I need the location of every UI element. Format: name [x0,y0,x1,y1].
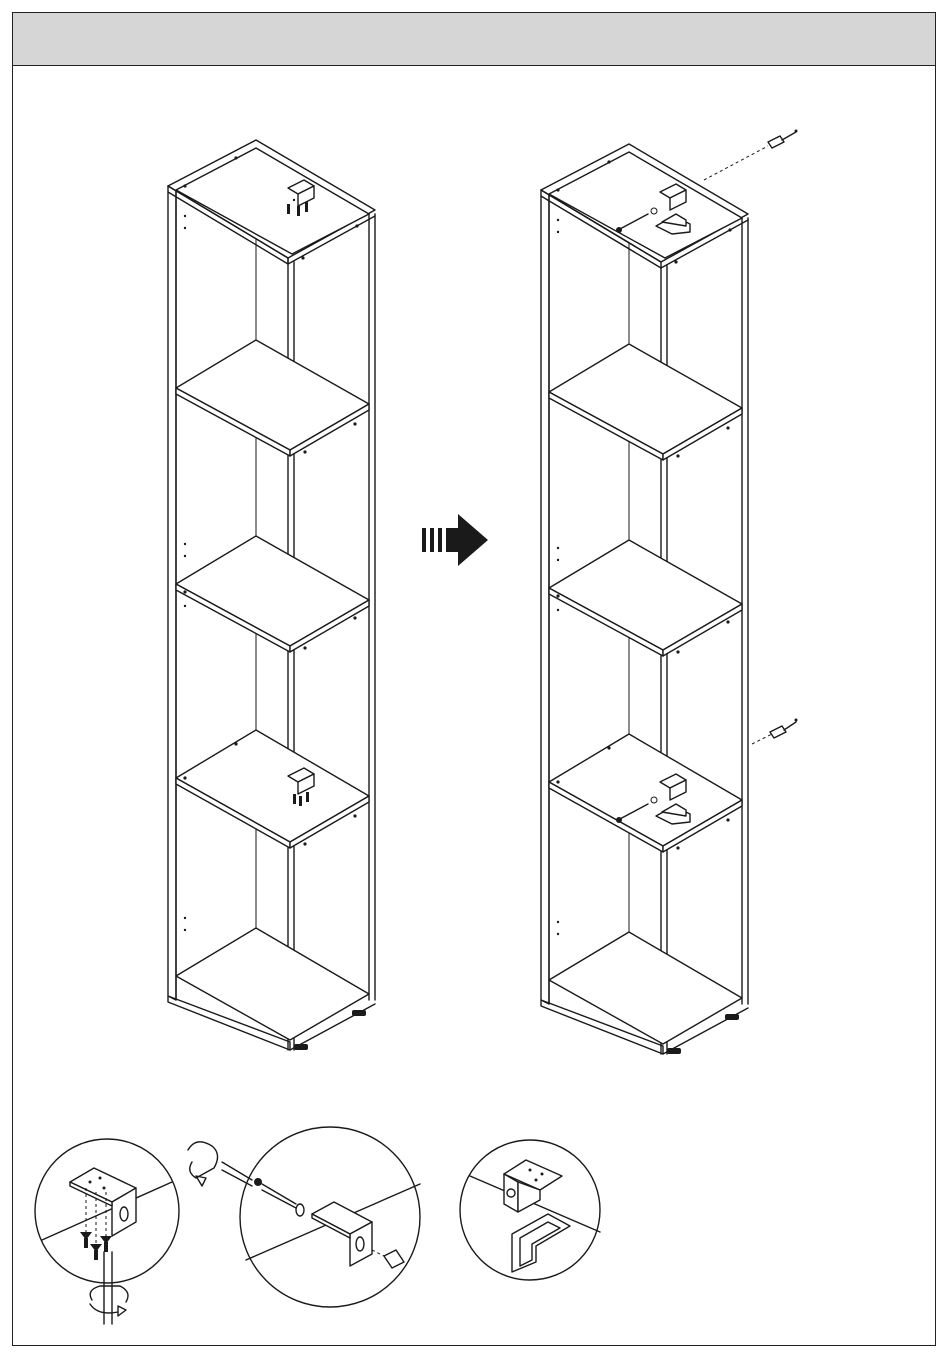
shelf-2 [176,536,369,652]
bottom-panel [168,928,375,1050]
detail-bracket-hook [460,1140,600,1280]
shelf-1 [176,340,369,456]
shelf-3 [176,730,369,848]
wall-plug-top [704,130,798,181]
foot-front [294,1044,308,1050]
detail-wall-plug [188,1127,420,1307]
next-step-arrow [422,514,488,566]
bottom-panel [541,932,748,1054]
shelf-3 [549,734,742,852]
cabinet-after [541,130,798,1055]
foot-back [352,1010,366,1016]
foot-back [725,1014,739,1020]
shelf-2 [549,540,742,656]
cabinet-before [168,140,375,1050]
shelf-1 [549,344,742,460]
wall-plug-mid [752,719,798,745]
foot-front [667,1048,681,1054]
detail-screw-bracket [35,1139,179,1324]
